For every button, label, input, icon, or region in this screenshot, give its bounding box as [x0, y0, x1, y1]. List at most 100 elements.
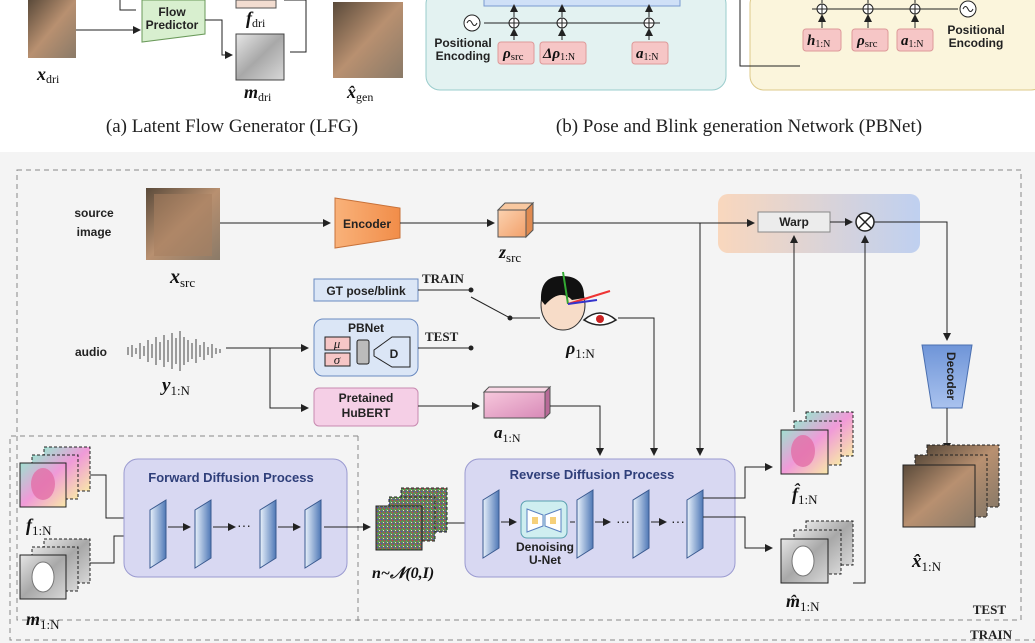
reverse-diffusion-panel [464, 458, 736, 578]
mu-box [324, 336, 351, 351]
arrow-mult-decoder [874, 221, 951, 341]
forward-ellipsis: ··· [237, 517, 251, 533]
z-src-label: zsrc [498, 242, 521, 265]
eye-icon [582, 312, 618, 326]
x-gen-image [333, 2, 403, 78]
encoder-block [334, 197, 401, 249]
pbnet-h-line [739, 0, 800, 67]
forward-layers [149, 499, 322, 569]
f-dri-image [235, 0, 277, 9]
switch-test-node [468, 345, 474, 351]
unet-left-fill [532, 517, 538, 524]
source-face [154, 194, 212, 256]
m-hat-label: m̂1:N [786, 591, 820, 614]
noise-label: n~𝒩(0,I) [372, 565, 434, 582]
multiply-cross-b [858, 215, 872, 229]
noise-stack [375, 487, 448, 551]
m-label: m1:N [26, 609, 60, 632]
mu-label: μ [333, 336, 341, 351]
f-label: f1:N [26, 515, 52, 538]
a-tag-right [896, 28, 934, 52]
arrow-rho-reverse [618, 317, 658, 456]
f-hat-label: f̂1:N [792, 483, 818, 507]
arrow-audio-hubert [269, 348, 309, 412]
arrow-mhat-mult [853, 235, 869, 584]
x-src-label: xsrc [169, 266, 195, 290]
f-stack [19, 446, 91, 508]
delta-rho-tag-label: Δρ1:N [542, 46, 575, 63]
pbnet-transformer-block [483, 0, 681, 7]
a-tag-left [631, 41, 669, 65]
rho-src-tag [497, 41, 535, 65]
decoder-block [921, 344, 973, 409]
sigma-label: σ [334, 352, 341, 367]
reverse-ellipsis-1: ··· [616, 513, 630, 529]
lfg-line-right [284, 0, 307, 53]
rho-label: ρ1:N [565, 338, 595, 361]
arrow-reverse-fhat [703, 463, 773, 499]
lfg-caption: (a) Latent Flow Generator (LFG) [106, 116, 358, 137]
x-gen-label: x̂gen [346, 82, 373, 104]
sine-icon-left [466, 20, 478, 26]
sigma-box [324, 352, 351, 367]
legend-test: TEST [973, 602, 1007, 617]
pbnet-title: PBNet [348, 321, 384, 335]
m-hat-stack [780, 520, 854, 584]
arrow-reverse-mhat [703, 516, 773, 552]
reverse-layers [482, 489, 704, 559]
test-switch-label: TEST [425, 329, 459, 344]
reverse-ellipsis-2: ··· [671, 513, 685, 529]
forward-diffusion-label: Forward Diffusion Process [148, 470, 313, 485]
m-dri-image [235, 33, 285, 81]
m-dri-label: mdri [244, 82, 272, 104]
f-hat-stack [780, 411, 854, 475]
pbnet-decoder-panel [749, 0, 1035, 91]
a-tag-left-label: a1:N [636, 46, 659, 63]
a-block [482, 385, 552, 420]
waveform-icon [127, 331, 221, 371]
train-switch-label: TRAIN [422, 271, 465, 286]
lfg-arrow-top [119, 0, 136, 11]
pbnet-caption: (b) Pose and Blink generation Network (P… [556, 116, 922, 137]
switch-train-node [468, 287, 474, 293]
test-region-border [16, 169, 1022, 621]
legend-train: TRAIN [970, 627, 1013, 642]
switch-arm [470, 296, 511, 319]
h-tag [802, 28, 842, 52]
train-region-border [9, 435, 1035, 641]
audio-label: audio [75, 345, 107, 359]
pbnet-plus-nodes-left [508, 4, 655, 40]
gt-pose-label: GT pose/blink [326, 284, 406, 298]
m-stack [19, 538, 91, 600]
unet-right-fill [550, 517, 556, 524]
a-tag-right-label: a1:N [901, 33, 924, 50]
lfg-arrow-mdri [205, 19, 233, 59]
a-label: a1:N [494, 423, 521, 445]
flow-predictor-box [141, 0, 206, 43]
rho-src-tag-right [851, 28, 889, 52]
rho-src-tag-label: ρsrc [502, 46, 524, 63]
reverse-diffusion-label: Reverse Diffusion Process [510, 467, 675, 482]
pbnet-d-label: D [390, 347, 399, 361]
x-dri-label: xdri [36, 64, 60, 86]
warp-label: Warp [779, 215, 809, 229]
rho-src-tag-right-label: ρsrc [856, 33, 878, 50]
decoder-label: Decoder [944, 352, 958, 400]
x-dri-image [28, 0, 76, 58]
h-tag-label: h1:N [807, 33, 830, 50]
y-label: y1:N [160, 375, 191, 398]
hubert-box [313, 387, 419, 427]
x-hat-label: x̂1:N [911, 551, 942, 574]
output-frames [902, 444, 1000, 528]
arrow-a-reverse [550, 405, 604, 456]
head-pose-icon [540, 271, 611, 331]
